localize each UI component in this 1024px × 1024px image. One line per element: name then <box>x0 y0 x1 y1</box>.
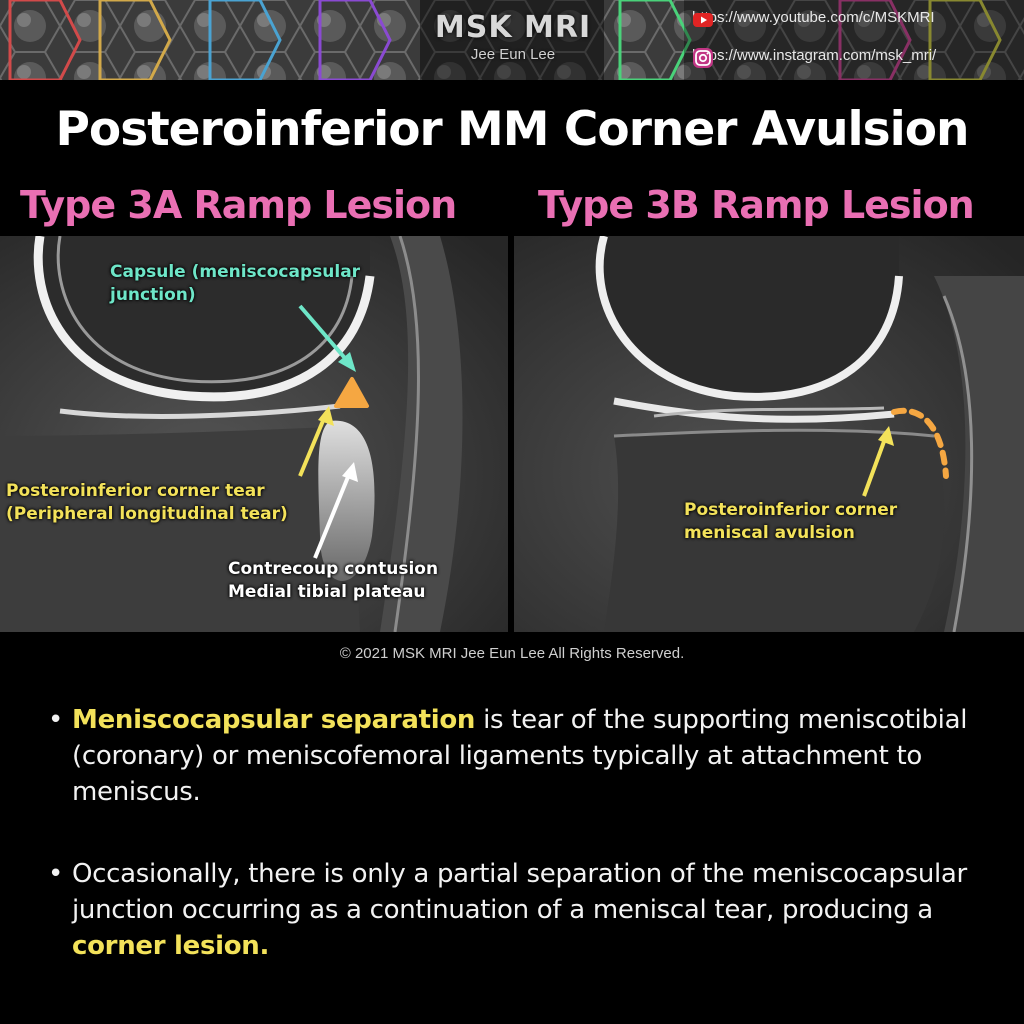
instagram-link[interactable]: https://www.instagram.com/msk_mri/ <box>692 47 937 68</box>
label-avulsion-line1: Posteroinferior corner <box>684 500 898 520</box>
bullet-list: • Meniscocapsular separation is tear of … <box>48 702 988 1010</box>
youtube-icon <box>693 13 713 27</box>
mri-illustration-right <box>514 236 1024 632</box>
label-contusion: Contrecoup contusion Medial tibial plate… <box>228 558 438 604</box>
mri-image-type-3a: Capsule (meniscocapsular junction) Poste… <box>0 236 508 632</box>
label-tear-line2: (Peripheral longitudinal tear) <box>6 504 288 524</box>
highlight-corner-lesion: corner lesion. <box>72 931 270 961</box>
brand-author: Jee Eun Lee <box>470 46 556 63</box>
mri-illustration-left <box>0 236 508 632</box>
youtube-link[interactable]: https://www.youtube.com/c/MSKMRI <box>692 9 935 27</box>
header-collage-background <box>0 0 1024 80</box>
label-capsule-line1: Capsule (meniscocapsular <box>110 262 361 282</box>
label-avulsion-line2: meniscal avulsion <box>684 523 855 543</box>
bullet-item-2: • Occasionally, there is only a partial … <box>48 856 988 964</box>
label-capsule: Capsule (meniscocapsular junction) <box>110 261 360 307</box>
label-contusion-line2: Medial tibial plateau <box>228 582 426 602</box>
label-tear-line1: Posteroinferior corner tear <box>6 481 265 501</box>
meniscus-marker <box>334 377 369 408</box>
label-meniscal-avulsion: Posteroinferior corner meniscal avulsion <box>684 499 897 545</box>
label-posteroinferior-tear: Posteroinferior corner tear (Peripheral … <box>6 480 288 526</box>
label-capsule-line2: junction) <box>110 285 196 305</box>
page-title: Posteroinferior MM Corner Avulsion <box>55 102 969 157</box>
youtube-url[interactable]: https://www.youtube.com/c/MSKMRI <box>692 9 935 26</box>
avulsion-marker <box>891 407 949 479</box>
instagram-icon <box>693 48 713 68</box>
copyright-notice: © 2021 MSK MRI Jee Eun Lee All Rights Re… <box>339 645 685 662</box>
highlight-meniscocapsular-separation: Meniscocapsular separation <box>72 705 476 735</box>
bullet-dot: • <box>48 705 64 735</box>
bullet-1-text: is tear of the supporting meniscotibial … <box>72 705 968 807</box>
header-banner: MSK MRI Jee Eun Lee https://www.youtube.… <box>0 0 1024 80</box>
instagram-url[interactable]: https://www.instagram.com/msk_mri/ <box>692 47 937 64</box>
mri-image-type-3b: Posteroinferior corner meniscal avulsion <box>514 236 1024 632</box>
brand-name: MSK MRI <box>434 10 592 45</box>
bullet-dot: • <box>48 859 64 889</box>
brand-logo: MSK MRI Jee Eun Lee <box>430 10 596 64</box>
right-panel-heading: Type 3B Ramp Lesion <box>538 183 975 227</box>
bullet-item-1: • Meniscocapsular separation is tear of … <box>48 702 988 810</box>
label-contusion-line1: Contrecoup contusion <box>228 559 439 579</box>
left-panel-heading: Type 3A Ramp Lesion <box>20 183 457 227</box>
bullet-2-text: Occasionally, there is only a partial se… <box>72 859 967 925</box>
